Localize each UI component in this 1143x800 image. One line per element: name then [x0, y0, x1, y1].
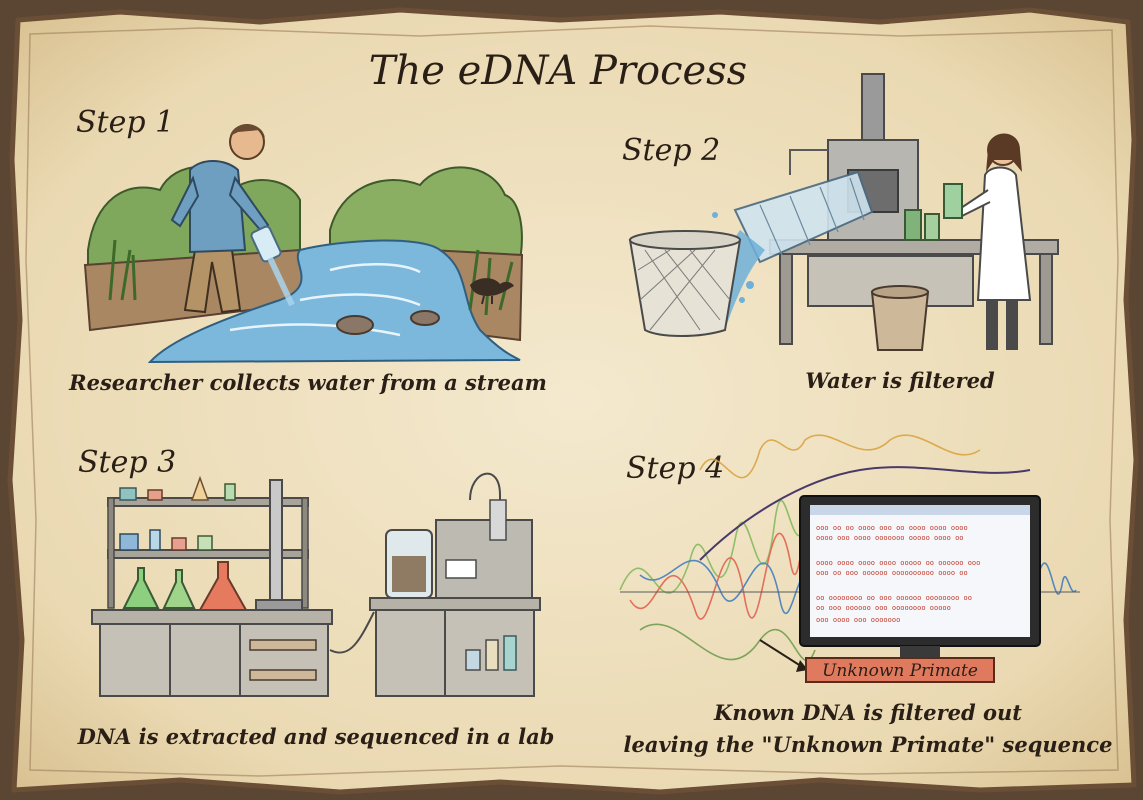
step-4-label: Step 4: [626, 451, 724, 486]
svg-text:oo ooo oooooo ooo oooooooo: oo ooo oooooo ooo oooooooo ooooo: [816, 604, 951, 612]
sequence-text-lines: ooo oo oo oooo ooo oo oooo oooo oooo ooo…: [816, 524, 980, 624]
svg-text:ooo oo ooo oooooo oooooooooo: ooo oo ooo oooooo oooooooooo oooo oo: [816, 569, 968, 577]
svg-text:ooo oooo ooo ooooooo: ooo oooo ooo ooooooo: [816, 616, 900, 624]
svg-text:ooo oo oo oooo ooo oo oooo: ooo oo oo oooo ooo oo oooo oooo oooo: [816, 524, 968, 532]
filtration-scene-illustration: [628, 73, 1059, 351]
researcher-figure: [170, 124, 295, 314]
step-2-label: Step 2: [622, 133, 720, 168]
svg-text:oo oooooooo oo ooo oooooo oo: oo oooooooo oo ooo oooooo oooooooo oo: [816, 594, 972, 602]
sequence-analysis-illustration: ooo oo oo oooo ooo oo oooo oooo oooo ooo…: [619, 434, 1080, 683]
scientist-figure: [943, 133, 1032, 350]
step-3-panel: Step 3: [77, 445, 555, 749]
dna-waveform-lines: [619, 434, 1077, 662]
step-2-panel: Step 2: [622, 73, 1059, 393]
step-3-label: Step 3: [78, 445, 176, 480]
computer-monitor: ooo oo oo oooo ooo oo oooo oooo oooo ooo…: [799, 495, 1041, 658]
lab-scene-illustration: [91, 472, 541, 697]
unknown-primate-highlight: [805, 657, 995, 683]
inner-border-line: [25, 25, 1119, 777]
svg-text:oooo oooo oooo oooo ooooo oo o: oooo oooo oooo oooo ooooo oo oooooo ooo: [816, 559, 980, 567]
page-title: The eDNA Process: [369, 48, 747, 94]
svg-text:oooo ooo oooo ooooooo ooooo: oooo ooo oooo ooooooo ooooo oooo oo: [816, 534, 964, 542]
stream-scene-illustration: [83, 124, 524, 364]
step-1-caption: Researcher collects water from a stream: [68, 370, 547, 395]
step-1-panel: Step 1: [68, 105, 547, 395]
step-4-panel: Step 4 ooo oo oo oooo ooo oo oooo oooo o…: [619, 434, 1113, 757]
step-3-caption: DNA is extracted and sequenced in a lab: [77, 724, 555, 749]
step-2-caption: Water is filtered: [805, 368, 995, 393]
unknown-primate-label: Unknown Primate: [822, 661, 978, 681]
step-1-label: Step 1: [76, 105, 174, 140]
step-4-caption-line-2: leaving the "Unknown Primate" sequence: [624, 732, 1113, 757]
step-4-caption-line-1: Known DNA is filtered out: [713, 700, 1022, 725]
